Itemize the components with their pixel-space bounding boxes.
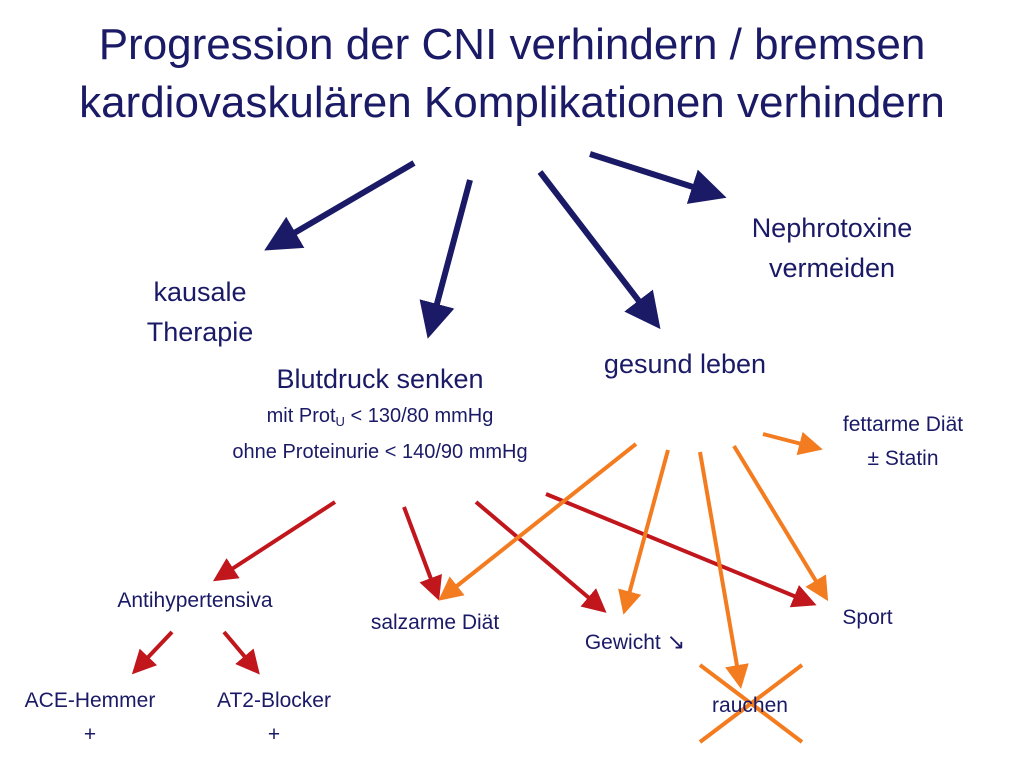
arrow-to-sport-red <box>545 492 817 608</box>
node-fettarm: fettarme Diät ± Statin <box>808 408 998 476</box>
node-ace-hemmer: ACE-Hemmer + <box>10 684 170 752</box>
node-sport: Sport <box>842 606 893 629</box>
arrow-to-fettarm <box>762 431 823 456</box>
node-kausale-line-2: Therapie <box>146 317 254 347</box>
node-nephrotoxine: Nephrotoxine vermeiden <box>722 208 942 288</box>
arrow-to-sport-orange <box>732 444 829 602</box>
gesund-arrows <box>438 431 829 689</box>
prot-suffix: < 130/80 mmHg <box>344 405 494 427</box>
node-ace-line-2: + <box>83 723 97 746</box>
node-rauchen: rauchen <box>712 694 788 717</box>
node-nephrotoxine-line-2: vermeiden <box>768 253 896 283</box>
prot-subscript: U <box>335 414 345 429</box>
page-title-line-2: kardiovaskulären Komplikationen verhinde… <box>79 78 945 127</box>
node-gewicht: Gewicht↘ <box>550 625 720 660</box>
node-blutdruck-label: Blutdruck senken <box>276 364 484 394</box>
node-at2-line-2: + <box>267 723 281 746</box>
node-at2-line-1: AT2-Blocker <box>217 689 331 712</box>
node-fettarm-line-2: ± Statin <box>867 447 939 470</box>
arrow-to-salzarm <box>402 506 442 601</box>
arrow-to-nephrotoxine <box>589 151 727 204</box>
node-salzarm: salzarme Diät <box>370 611 500 634</box>
rauchen-cross <box>698 663 804 744</box>
node-at2-blocker: AT2-Blocker + <box>196 684 352 752</box>
arrow-to-rauchen <box>698 451 749 689</box>
node-blutdruck-ohne-line: ohne Proteinurie < 140/90 mmHg <box>232 441 528 463</box>
arrow-to-gesund <box>537 170 661 330</box>
arrow-to-ace <box>131 630 174 675</box>
arrow-to-kausale <box>264 160 416 251</box>
node-blutdruck-prot-line: mit ProtU < 130/80 mmHg <box>170 399 590 439</box>
node-kausale: kausale Therapie <box>120 272 280 352</box>
node-blutdruck: Blutdruck senken mit ProtU < 130/80 mmHg… <box>170 359 590 469</box>
prot-prefix: mit Prot <box>266 405 336 427</box>
arrow-to-blutdruck <box>419 179 473 339</box>
arrow-to-at2 <box>222 630 260 675</box>
page-title-line-1: Progression der CNI verhindern / bremsen <box>98 20 926 69</box>
node-ace-line-1: ACE-Hemmer <box>24 689 156 712</box>
arrow-to-antihypertensiva <box>212 500 337 582</box>
arrow-to-salzarm-orange <box>438 442 638 601</box>
node-gewicht-label: Gewicht <box>584 631 661 654</box>
blutdruck-arrows <box>131 492 817 675</box>
trend-down-icon: ↘ <box>666 629 686 654</box>
node-kausale-line-1: kausale <box>153 277 247 307</box>
node-gesund-leben: gesund leben <box>603 349 767 379</box>
node-fettarm-line-1: fettarme Diät <box>842 413 964 436</box>
arrow-to-gewicht-red <box>474 500 607 613</box>
title-arrows <box>264 151 727 339</box>
node-antihypertensiva: Antihypertensiva <box>117 589 273 612</box>
node-nephrotoxine-line-1: Nephrotoxine <box>751 213 913 243</box>
arrow-to-gewicht-orange <box>618 449 670 615</box>
